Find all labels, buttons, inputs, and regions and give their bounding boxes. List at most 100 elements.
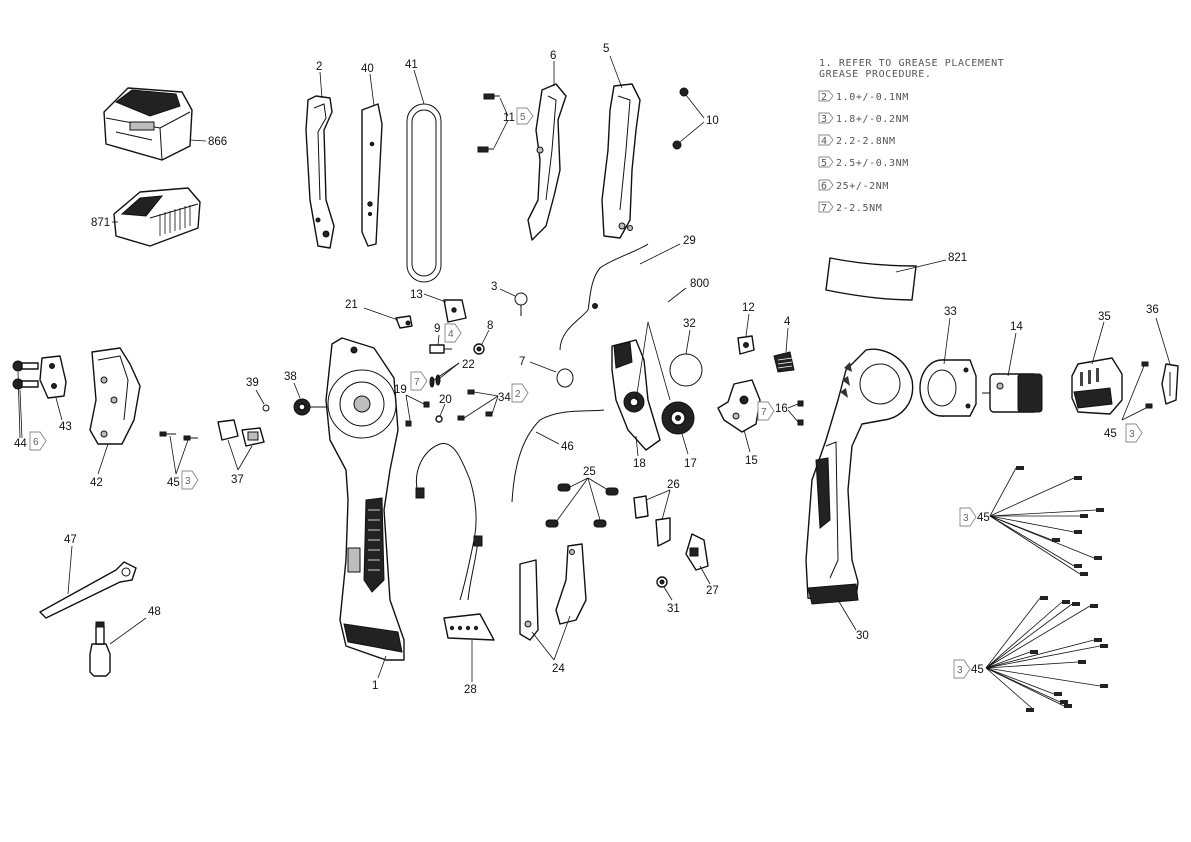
torque-spec-row: 6 25+/-2NM	[818, 179, 889, 192]
callout-45-fan-upper: 45	[977, 512, 990, 524]
part-26-switch-parts	[633, 495, 671, 547]
torque-tag-5: 5	[516, 107, 534, 125]
torque-tag-label: 7	[414, 377, 420, 388]
torque-tag-label: 5	[520, 112, 526, 123]
callout-28: 28	[464, 684, 477, 696]
torque-spec-row: 2 1.0+/-0.1NM	[818, 90, 909, 103]
part-22-springs	[429, 374, 441, 388]
callout-34: 34	[498, 392, 511, 404]
part-45-screws-left	[159, 431, 198, 441]
torque-spec-value: 2.5+/-0.3NM	[836, 158, 909, 169]
callout-30: 30	[856, 630, 869, 642]
part-13-bracket	[443, 299, 467, 323]
callout-7: 7	[519, 356, 525, 368]
callout-46: 46	[561, 441, 574, 453]
torque-tag-label: 3	[963, 513, 969, 524]
torque-spec-tag: 3	[821, 114, 828, 125]
part-4-gear	[773, 351, 795, 373]
torque-tag-label: 7	[761, 407, 767, 418]
callout-26: 26	[667, 479, 680, 491]
callout-44: 44	[14, 438, 27, 450]
torque-spec-value: 2-2.5NM	[836, 203, 882, 214]
callout-47: 47	[64, 534, 77, 546]
torque-tag-label: 4	[448, 329, 454, 340]
torque-spec-tag: 2	[821, 92, 828, 103]
callout-13: 13	[410, 289, 423, 301]
torque-spec-value: 25+/-2NM	[836, 181, 889, 192]
torque-spec-value: 2.2-2.8NM	[836, 136, 896, 147]
callout-42: 42	[90, 477, 103, 489]
callout-36: 36	[1146, 304, 1159, 316]
callout-27: 27	[706, 585, 719, 597]
part-32-retaining-ring	[669, 353, 703, 387]
part-10-nuts	[672, 87, 689, 150]
callout-800: 800	[690, 278, 709, 290]
torque-spec-value: 1.0+/-0.1NM	[836, 92, 909, 103]
torque-spec-value: 1.8+/-0.2NM	[836, 114, 909, 125]
part-6-housing-half	[527, 83, 567, 241]
part-14-motor	[982, 373, 1043, 413]
part-31-cap	[656, 576, 668, 588]
torque-tag-3: 3	[181, 470, 199, 490]
part-28-wire-harness	[415, 443, 495, 641]
callout-35: 35	[1098, 311, 1111, 323]
part-27-trigger	[685, 533, 709, 571]
notes-title-line1: 1. REFER TO GREASE PLACEMENT	[819, 58, 1004, 69]
callout-39: 39	[246, 377, 259, 389]
callout-1: 1	[372, 680, 378, 692]
callout-9: 9	[434, 323, 440, 335]
callout-41: 41	[405, 59, 418, 71]
callout-43: 43	[59, 421, 72, 433]
callout-38: 38	[284, 371, 297, 383]
torque-tag-label: 3	[1129, 429, 1135, 440]
callout-2: 2	[316, 61, 322, 73]
battery-pack-866	[103, 87, 193, 161]
callout-21: 21	[345, 299, 358, 311]
torque-spec-list: 2 1.0+/-0.1NM 3 1.8+/-0.2NM 4 2.2-2.8NM …	[818, 90, 909, 214]
callout-33: 33	[944, 306, 957, 318]
part-3-spring	[514, 292, 528, 316]
part-25-springs	[545, 483, 619, 528]
part-15-cover	[717, 379, 761, 433]
callout-12: 12	[742, 302, 755, 314]
callout-6: 6	[550, 50, 556, 62]
callout-29: 29	[683, 235, 696, 247]
part-30-housing-half	[805, 348, 914, 605]
callout-8: 8	[487, 320, 493, 332]
callout-866: 866	[208, 136, 227, 148]
torque-spec-row: 4 2.2-2.8NM	[818, 134, 896, 147]
part-48-oil-bottle	[89, 621, 111, 677]
torque-tag-label: 6	[33, 437, 39, 448]
callout-11: 11	[503, 112, 515, 124]
part-39-washer	[262, 404, 270, 412]
callout-3: 3	[491, 281, 497, 293]
callout-37: 37	[231, 474, 244, 486]
part-38-sprocket	[293, 398, 326, 416]
callout-15: 15	[745, 455, 758, 467]
part-40-guide-bar	[361, 103, 383, 247]
part-42-guard-bracket	[89, 347, 141, 445]
callout-24: 24	[552, 663, 565, 675]
callout-45-motor: 45	[1104, 428, 1117, 440]
part-45-screw-fan-upper	[989, 466, 1104, 576]
part-29-wire	[559, 243, 649, 351]
callout-17: 17	[684, 458, 697, 470]
part-5-housing-half	[601, 83, 641, 239]
torque-spec-tag: 4	[821, 136, 828, 147]
part-19-screws	[405, 401, 430, 427]
part-43-plate	[39, 355, 67, 399]
callout-18: 18	[633, 458, 646, 470]
part-35-battery-mount	[1071, 357, 1123, 415]
torque-tag-label: 3	[185, 476, 191, 487]
torque-spec-tag: 5	[821, 158, 828, 169]
callout-25: 25	[583, 466, 596, 478]
torque-spec-row: 3 1.8+/-0.2NM	[818, 112, 909, 125]
torque-spec-tag: 6	[821, 181, 828, 192]
callout-45-fan-lower: 45	[971, 664, 984, 676]
part-20-washer	[435, 415, 443, 423]
part-21-clip	[395, 315, 413, 329]
callout-14: 14	[1010, 321, 1023, 333]
part-41-chain	[406, 103, 442, 283]
torque-spec-tag: 7	[821, 203, 828, 214]
torque-tag-7: 7	[757, 401, 775, 421]
